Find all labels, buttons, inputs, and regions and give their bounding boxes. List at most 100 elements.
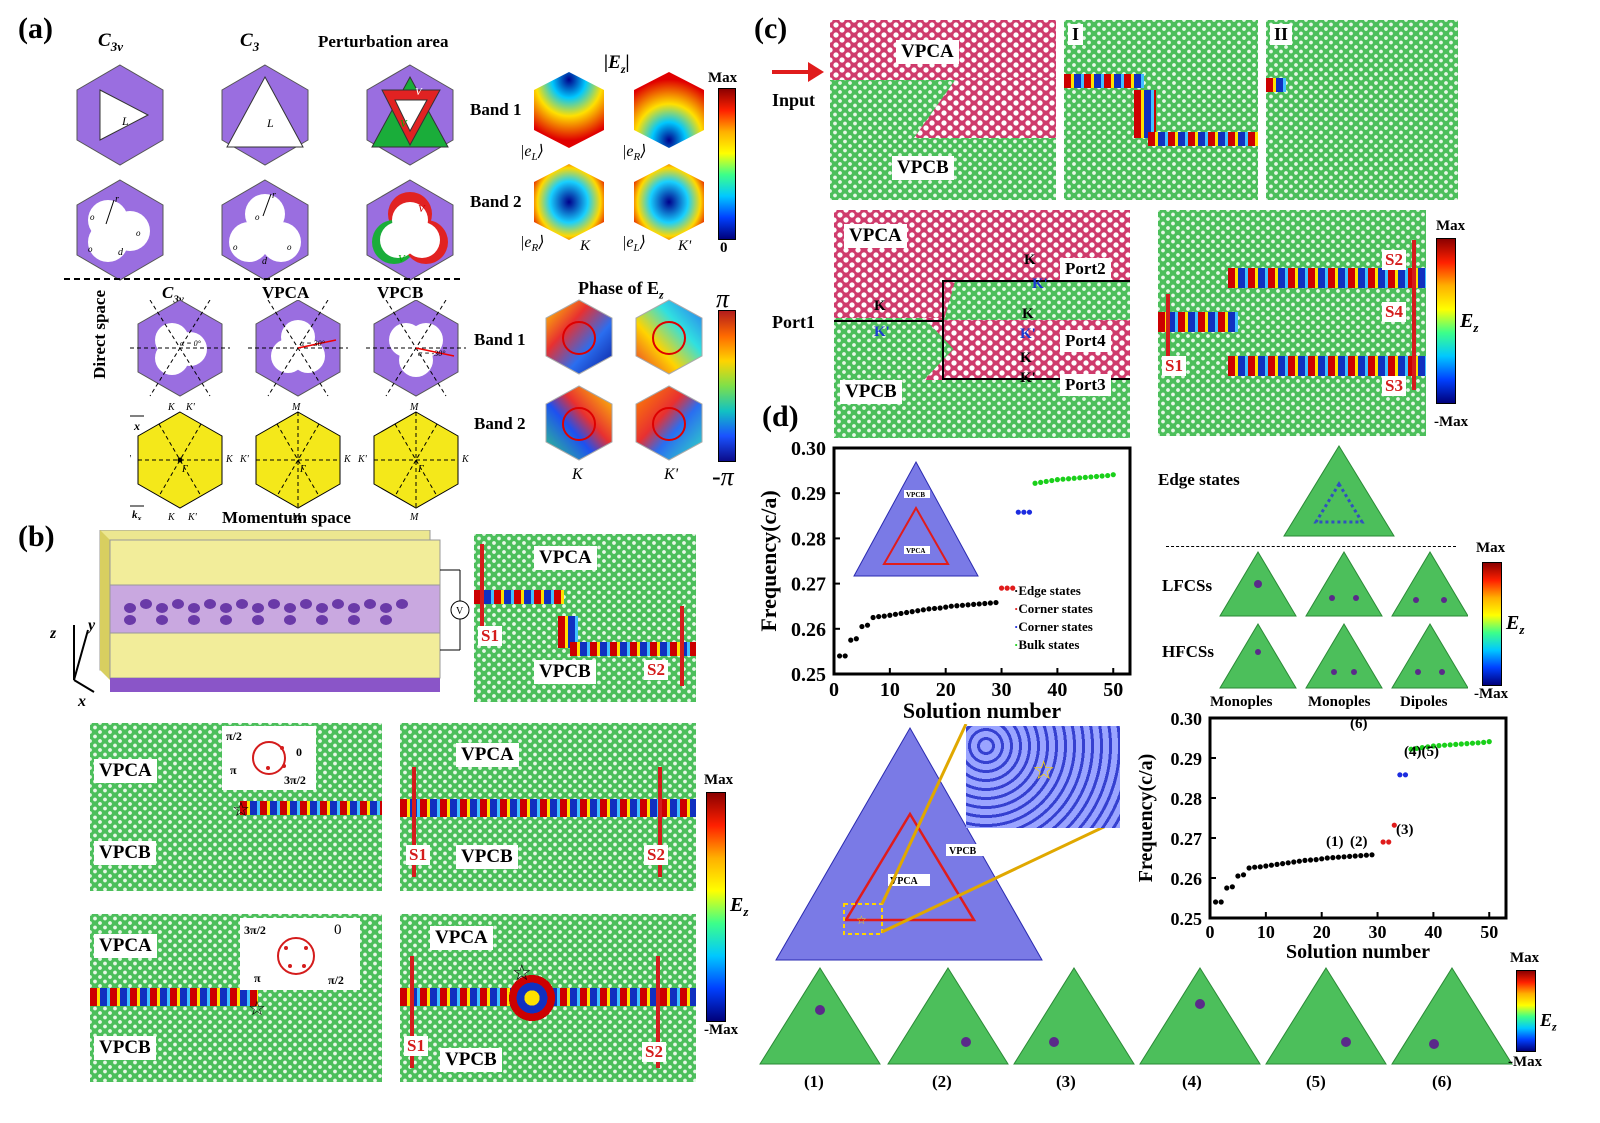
data-point xyxy=(1324,855,1330,861)
port1-label: Port1 xyxy=(772,312,815,332)
data-point xyxy=(848,637,854,643)
c-k-port3: K xyxy=(1020,350,1032,366)
data-point xyxy=(1229,884,1235,890)
unit-cell-c3v-circles: r o o o d xyxy=(76,179,164,281)
field-magnitude-maps xyxy=(534,72,704,240)
data-point xyxy=(1077,475,1083,481)
svg-text:K: K xyxy=(167,512,176,520)
unit-cell-perturbation-triangle: V V xyxy=(366,64,454,166)
bottom-label-4: (4) xyxy=(1182,1072,1202,1091)
c-s4-tag: S4 xyxy=(1382,302,1406,322)
b2-vpcb-tag: VPCB xyxy=(456,845,518,869)
svg-text:VPCB: VPCB xyxy=(949,846,977,857)
data-point xyxy=(864,622,871,628)
corner-state-triangles xyxy=(1219,551,1468,689)
mode-tri-1 xyxy=(759,967,881,1065)
legend-corner-blue: ·Corner states xyxy=(1014,619,1093,634)
data-point xyxy=(1105,472,1111,479)
panel-label-a: (a) xyxy=(18,12,53,45)
b2-vpca-tag: VPCA xyxy=(456,743,519,767)
colorbar-ez-magnitude xyxy=(718,88,736,240)
svg-text:L: L xyxy=(121,114,129,128)
svg-text:K: K xyxy=(167,402,176,413)
y-tick-label: 0.30 xyxy=(791,438,826,460)
svg-text:3π/2: 3π/2 xyxy=(284,773,306,787)
data-point xyxy=(937,605,943,611)
data-point xyxy=(1475,740,1481,746)
svg-text:K': K' xyxy=(357,454,368,465)
svg-text:VPCA: VPCA xyxy=(906,547,925,555)
data-point xyxy=(876,613,882,620)
data-point xyxy=(1425,744,1431,750)
data-point xyxy=(959,602,966,608)
data-point xyxy=(1335,854,1342,860)
monoples-label-1: Monoples xyxy=(1210,694,1273,710)
svg-text:π: π xyxy=(254,971,261,985)
data-point xyxy=(1380,839,1386,845)
data-point xyxy=(1285,860,1291,866)
svg-text:K': K' xyxy=(187,512,198,520)
svg-text:0: 0 xyxy=(334,922,342,938)
svg-text:o: o xyxy=(233,242,238,252)
svg-text:3π/2: 3π/2 xyxy=(244,923,266,937)
data-point xyxy=(1026,509,1033,515)
x-tick-label: 40 xyxy=(1424,922,1442,942)
b-colorbar-max: Max xyxy=(704,772,734,788)
svg-text:M: M xyxy=(291,512,301,520)
direct-vpca-cell: α = 30° xyxy=(248,300,348,397)
direct-momentum-diagrams: α = 0° α = 30° α = -30° y x Γ K K' K K' xyxy=(130,300,470,520)
b4-s1-tag: S1 xyxy=(404,1036,428,1056)
panel-label-d: (d) xyxy=(762,400,799,433)
data-point xyxy=(904,609,910,616)
svg-text:r: r xyxy=(272,190,276,201)
x-tick-label: 0 xyxy=(1206,922,1215,942)
data-point xyxy=(1246,865,1252,871)
legend-bulk: ·Bulk states xyxy=(1014,637,1080,652)
data-point xyxy=(998,585,1005,591)
data-point xyxy=(1464,741,1470,747)
data-point xyxy=(1015,509,1021,515)
svg-text:V: V xyxy=(418,203,426,215)
mode-label-2: (2) xyxy=(1350,834,1368,850)
data-point xyxy=(1218,899,1224,905)
data-point xyxy=(881,613,887,619)
data-point xyxy=(1110,472,1116,478)
bz-vpcb: Γ M M K K' xyxy=(357,402,470,520)
data-point xyxy=(1032,480,1038,486)
map-band1-K xyxy=(534,72,604,148)
svg-text:π: π xyxy=(230,763,237,777)
data-point xyxy=(1313,857,1319,863)
svg-text:K: K xyxy=(225,454,234,465)
panel-label-c: (c) xyxy=(754,12,788,45)
b-colorbar-ez: Ez xyxy=(730,894,749,919)
svg-text:K: K xyxy=(461,454,470,465)
data-point xyxy=(1004,585,1010,591)
data-point xyxy=(1402,772,1409,778)
svg-text:d: d xyxy=(262,256,268,267)
bottom-label-3: (3) xyxy=(1056,1072,1076,1091)
ket-eL-band1: |eL⟩ xyxy=(520,143,544,164)
c-s2-tag: S2 xyxy=(1382,250,1406,270)
svg-text:K: K xyxy=(343,454,352,465)
svg-text:d: d xyxy=(118,247,124,258)
svg-text:V: V xyxy=(398,253,406,265)
data-point xyxy=(1397,772,1403,778)
data-point xyxy=(971,601,977,607)
svg-text:kx: kx xyxy=(132,509,142,520)
b1-vpcb-tag: VPCB xyxy=(94,841,156,865)
data-point xyxy=(1391,822,1397,828)
lfcs-tri-3 xyxy=(1391,551,1468,617)
device-3d-schematic: V z y x xyxy=(50,530,470,710)
data-point xyxy=(926,606,932,612)
data-point xyxy=(1021,509,1027,515)
mode-tri-4 xyxy=(1139,967,1261,1065)
data-point xyxy=(1043,478,1049,485)
data-point xyxy=(1341,854,1347,860)
data-point xyxy=(982,600,988,607)
c-kp-port4: K' xyxy=(1020,326,1036,342)
d-colorbar-bottom-min: -Max xyxy=(1508,1054,1543,1070)
data-point xyxy=(1280,861,1286,867)
port3-label: Port3 xyxy=(1060,374,1111,396)
svg-text:M: M xyxy=(409,402,419,413)
b-field-map-1: VPCA VPCB ☆ π/2 0 π 3π/2 xyxy=(90,723,382,891)
